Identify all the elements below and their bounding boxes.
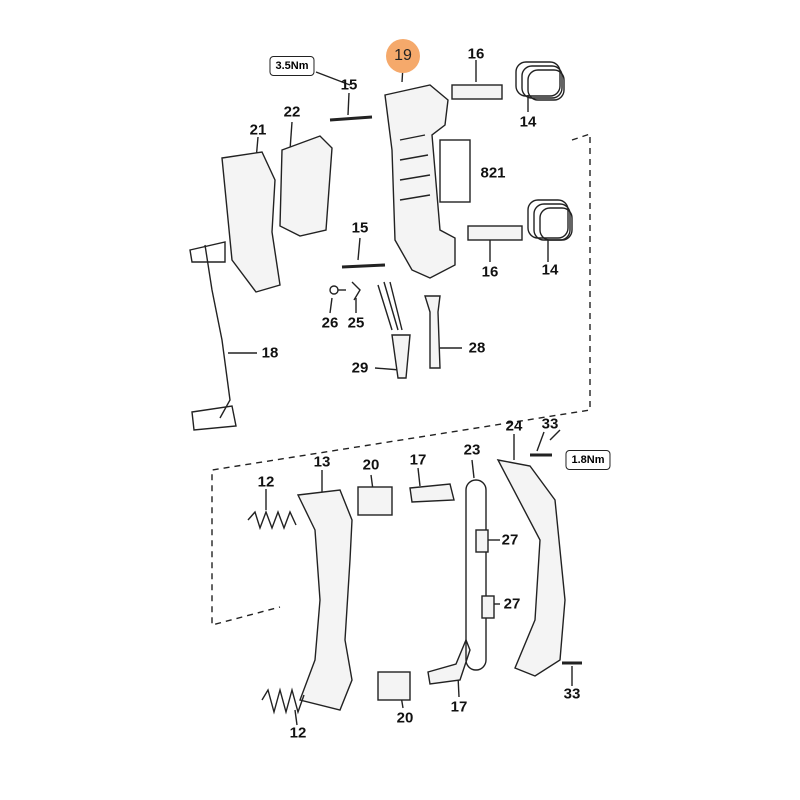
part-spring-12 [247, 510, 297, 531]
callout-14[interactable]: 14 [519, 113, 537, 131]
part-pin-16b [467, 225, 523, 241]
callout-23[interactable]: 23 [463, 441, 481, 459]
callout-12[interactable]: 12 [289, 724, 307, 742]
part-grommet-14b [527, 199, 573, 241]
torque-spec-3-5nm: 3.5Nm [269, 56, 315, 76]
callout-15[interactable]: 15 [351, 219, 369, 237]
dashed-boundary [211, 133, 591, 626]
callout-24[interactable]: 24 [505, 417, 523, 435]
callout-13[interactable]: 13 [313, 453, 331, 471]
leader-lines [228, 60, 573, 726]
part-screw-26 [329, 285, 346, 295]
part-wire-18 [189, 241, 237, 431]
callout-25[interactable]: 25 [347, 314, 365, 332]
part-handle-13 [296, 489, 353, 711]
callout-22[interactable]: 22 [283, 103, 301, 121]
callout-26[interactable]: 26 [321, 314, 339, 332]
callout-21[interactable]: 21 [249, 121, 267, 139]
callout-27[interactable]: 27 [501, 531, 519, 549]
part-switch-21 [221, 151, 281, 293]
part-housing-19 [384, 84, 456, 279]
callout-28[interactable]: 28 [468, 339, 486, 357]
part-cable-29 [377, 281, 411, 379]
part-bracket-17b [427, 638, 471, 685]
callout-16[interactable]: 16 [481, 263, 499, 281]
part-screw-15 [329, 115, 373, 122]
part-label-821 [439, 139, 471, 203]
callout-27[interactable]: 27 [503, 595, 521, 613]
callout-19: 19 [394, 47, 412, 64]
part-tube-27b [481, 595, 495, 619]
part-screw-15b [341, 263, 386, 269]
torque-spec-1-8nm: 1.8Nm [565, 450, 611, 470]
part-clip-25 [351, 281, 361, 301]
callout-20[interactable]: 20 [396, 709, 414, 727]
callout-821[interactable]: 821 [480, 164, 506, 182]
callout-16[interactable]: 16 [467, 45, 485, 63]
part-pin-16 [451, 84, 503, 100]
callout-33[interactable]: 33 [563, 685, 581, 703]
part-spring-12b [261, 687, 305, 715]
callout-17[interactable]: 17 [409, 451, 427, 469]
part-sleeve-28 [424, 295, 441, 369]
callout-29[interactable]: 29 [351, 359, 369, 377]
part-block-20 [357, 486, 393, 516]
highlighted-part-19[interactable]: 19 [386, 39, 420, 73]
callout-15[interactable]: 15 [340, 76, 358, 94]
part-switch-22 [279, 135, 333, 237]
callout-17[interactable]: 17 [450, 698, 468, 716]
part-loop-23 [465, 479, 487, 671]
callout-12[interactable]: 12 [257, 473, 275, 491]
callout-14[interactable]: 14 [541, 261, 559, 279]
part-block-20b [377, 671, 411, 701]
part-tube-27 [475, 529, 489, 553]
callout-20[interactable]: 20 [362, 456, 380, 474]
part-bracket-17 [409, 483, 455, 503]
part-cover-24 [496, 459, 566, 677]
callout-33[interactable]: 33 [541, 415, 559, 433]
part-grommet-14 [515, 61, 565, 101]
callout-18[interactable]: 18 [261, 344, 279, 362]
